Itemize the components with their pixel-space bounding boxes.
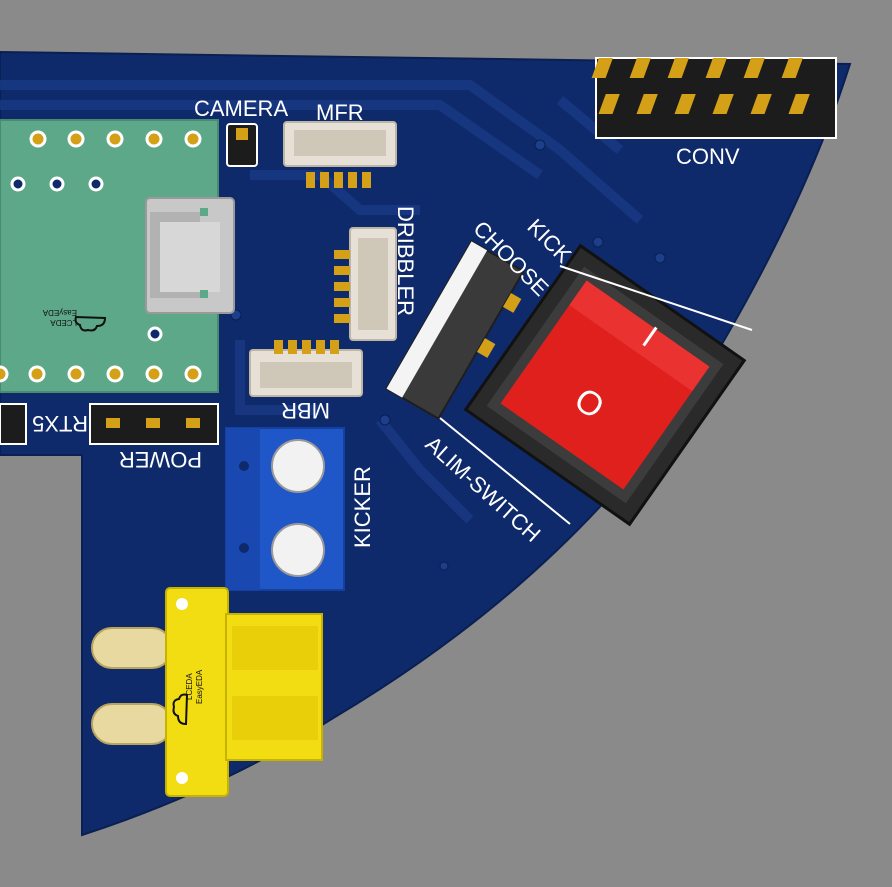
vias [230,139,666,571]
mcu-module: LCEDA EasyEDA [0,119,235,393]
kicker-terminal [225,427,345,591]
module-logo: LCEDA EasyEDA [42,308,107,332]
cloud-logo-icon [172,693,189,726]
kicker-label: KICKER [350,466,375,548]
camera-connector [226,123,258,167]
cloud-logo-icon [74,315,107,332]
power-header [89,403,219,445]
usb-port [145,197,235,314]
module-holes [10,176,163,342]
module-logo-line1: LCEDA [50,318,77,327]
xt-logo-line1: LCEDA [185,673,194,700]
conv-label: CONV [676,144,740,169]
mbr-label: MBR [281,398,330,423]
dribbler-label: DRIBBLER [393,206,418,316]
mbr-connector [249,340,363,397]
conv-header [591,57,837,139]
dribbler-connector [334,227,397,341]
mfr-label: MFR [316,100,364,125]
mfr-connector [283,121,397,188]
alim-switch [463,243,747,527]
camera-label: CAMERA [194,96,288,121]
module-logo-line2: EasyEDA [42,308,77,317]
module-pins-bottom [0,365,202,383]
xt-logo-line2: EasyEDA [195,669,204,704]
kick-choose-switch [385,240,525,420]
power-label: POWER [119,447,202,472]
rtx-label: RTX5 [32,411,88,436]
rtx-header [0,403,27,445]
alim-switch-outline [439,265,753,525]
pcb-traces [0,80,644,524]
xt-connector: LCEDA EasyEDA [91,587,323,797]
module-pins-top [29,130,202,148]
